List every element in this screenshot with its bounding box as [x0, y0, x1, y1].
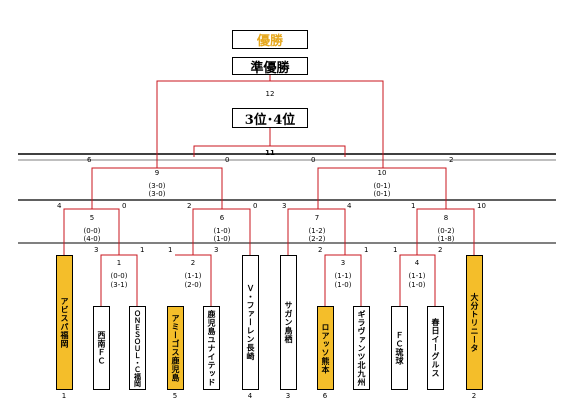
team-name: アビスパ福岡: [60, 297, 69, 348]
half-score: (2-2): [308, 235, 326, 243]
runner-up-label: 準優勝: [250, 60, 290, 76]
team-box: 大分トリニータ: [466, 255, 483, 390]
match-number: 11: [265, 149, 275, 157]
score: 1: [411, 202, 416, 210]
score: 3: [282, 202, 287, 210]
score: 4: [347, 202, 352, 210]
match-number: 10: [377, 169, 387, 177]
final-rank: 6: [322, 392, 328, 400]
team-box: ギラヴァンツ北九州: [353, 306, 370, 390]
final-rank: 5: [172, 392, 178, 400]
match-number: 1: [116, 259, 122, 267]
half-score: (0-2): [437, 227, 455, 235]
score: 0: [122, 202, 127, 210]
team-name: 鹿児島ユナイテッド: [207, 309, 216, 387]
team-name: ＦＣ琉球: [395, 331, 404, 365]
half-score: (0-1): [373, 182, 391, 190]
half-score: (1-8): [437, 235, 455, 243]
score: 0: [225, 156, 230, 164]
half-score: (0-0): [83, 227, 101, 235]
third-fourth-box: 3位･4位: [232, 108, 308, 128]
team-name: Ｖ・ファーレン長崎: [246, 284, 255, 361]
team-box: 西南ＦＣ: [93, 306, 110, 390]
score: 1: [393, 246, 398, 254]
team-box: 鹿児島ユナイテッド: [203, 306, 220, 390]
score: 10: [477, 202, 486, 210]
final-rank: 4: [247, 392, 253, 400]
half-score: (1-1): [408, 272, 426, 280]
half-score: (0-0): [110, 272, 128, 280]
match-number: 12: [265, 90, 275, 98]
champion-box: 優勝: [232, 30, 308, 49]
final-rank: 2: [471, 392, 477, 400]
score: 1: [168, 246, 173, 254]
half-score: (1-0): [213, 235, 231, 243]
score: 4: [57, 202, 62, 210]
match-number: 7: [314, 214, 320, 222]
team-box: アビスパ福岡: [56, 255, 73, 390]
final-rank: 1: [61, 392, 67, 400]
team-box: ＦＣ琉球: [391, 306, 408, 390]
team-box: 春日イーグルス: [427, 306, 444, 390]
half-score: (0-1): [373, 190, 391, 198]
half-score: (1-0): [213, 227, 231, 235]
half-score: (3-0): [148, 182, 166, 190]
half-score: (4-0): [83, 235, 101, 243]
score: 1: [364, 246, 369, 254]
third-fourth-label: 3位･4位: [244, 112, 296, 128]
half-score: (3-0): [148, 190, 166, 198]
score: 2: [449, 156, 454, 164]
team-name: サガン鳥栖: [284, 301, 293, 344]
half-score: (1-2): [308, 227, 326, 235]
half-score: (1-0): [334, 281, 352, 289]
team-box: アミーゴス鹿児島: [167, 306, 184, 390]
half-score: (1-1): [334, 272, 352, 280]
team-box: Ｖ・ファーレン長崎: [242, 255, 259, 390]
team-box: サガン鳥栖: [280, 255, 297, 390]
half-score: (3-1): [110, 281, 128, 289]
match-number: 6: [219, 214, 225, 222]
half-score: (2-0): [184, 281, 202, 289]
champion-label: 優勝: [256, 34, 283, 49]
final-rank: 3: [285, 392, 291, 400]
match-number: 3: [340, 259, 346, 267]
match-number: 4: [414, 259, 420, 267]
score: 3: [94, 246, 99, 254]
team-name: アミーゴス鹿児島: [171, 314, 180, 382]
score: 2: [187, 202, 192, 210]
score: 0: [253, 202, 258, 210]
match-number: 2: [190, 259, 196, 267]
team-name: ロアッソ熊本: [321, 322, 330, 374]
half-score: (1-0): [408, 281, 426, 289]
match-number: 8: [443, 214, 449, 222]
match-number: 5: [89, 214, 95, 222]
team-box: ロアッソ熊本: [317, 306, 334, 390]
runner-up-box: 準優勝: [232, 57, 308, 76]
score: 3: [214, 246, 219, 254]
team-name: 西南ＦＣ: [97, 331, 106, 365]
team-box: ＯＮＥＳＯＵＬ・Ｃ福岡: [129, 306, 146, 390]
score: 2: [438, 246, 443, 254]
score: 2: [318, 246, 323, 254]
bracket-red-lines: [63, 75, 475, 306]
score: 6: [87, 156, 92, 164]
half-score: (1-1): [184, 272, 202, 280]
team-name: 大分トリニータ: [470, 292, 479, 353]
team-name: ＯＮＥＳＯＵＬ・Ｃ福岡: [133, 309, 142, 387]
score: 1: [140, 246, 145, 254]
match-number: 9: [154, 169, 160, 177]
team-name: 春日イーグルス: [431, 318, 440, 378]
team-name: ギラヴァンツ北九州: [357, 309, 366, 387]
score: 0: [311, 156, 316, 164]
